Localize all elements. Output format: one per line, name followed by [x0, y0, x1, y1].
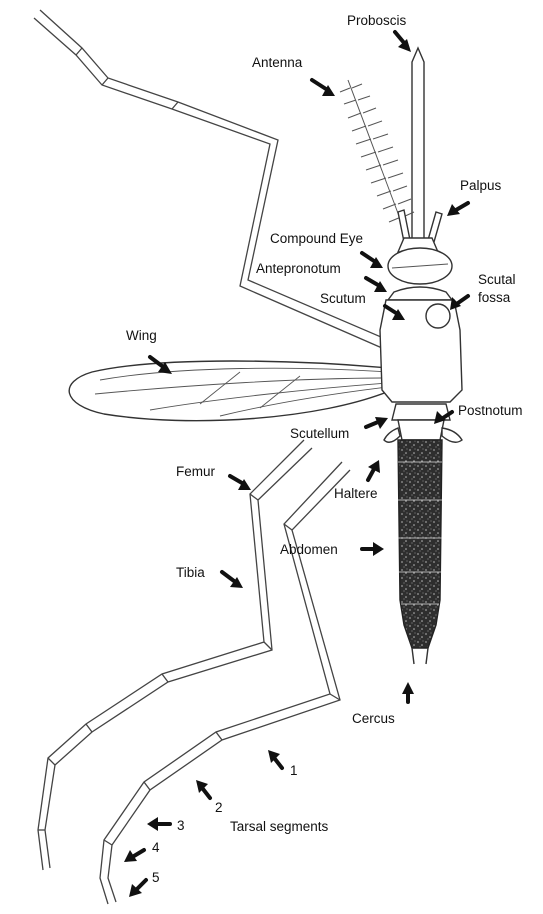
label-tarsal-5: 5 [152, 870, 160, 885]
arrow-antenna [312, 80, 335, 96]
label-antenna: Antenna [252, 55, 303, 70]
scutal-fossa [426, 304, 450, 328]
arrow-tibia [222, 572, 243, 588]
label-compound-eye: Compound Eye [270, 231, 363, 246]
label-femur: Femur [176, 464, 216, 479]
proboscis [412, 48, 424, 240]
postnotum [398, 420, 444, 440]
arrow-haltere [368, 460, 380, 480]
labels: Proboscis Antenna Palpus Compound Eye An… [126, 13, 523, 885]
label-palpus: Palpus [460, 178, 502, 193]
arrow-tarsal-1 [268, 750, 282, 768]
arrow-palpus [447, 203, 468, 216]
arrow-tarsal-4 [124, 850, 144, 862]
label-scutum: Scutum [320, 291, 366, 306]
arrow-tarsal-2 [196, 780, 210, 798]
wing [69, 361, 392, 421]
arrow-scutellum [366, 417, 388, 429]
hind-leg [100, 462, 350, 904]
arrow-abdomen [362, 542, 384, 556]
head [388, 238, 452, 284]
label-abdomen: Abdomen [280, 542, 338, 557]
arrow-proboscis [395, 32, 411, 52]
arrow-compound-eye [362, 253, 383, 268]
arrow-scutal-fossa [450, 296, 468, 310]
label-proboscis: Proboscis [347, 13, 407, 28]
label-tarsal-segments: Tarsal segments [230, 819, 329, 834]
label-tarsal-4: 4 [152, 840, 160, 855]
antepronotum [388, 287, 452, 300]
arrow-femur [230, 476, 251, 490]
arrow-antepronotum [366, 278, 387, 292]
label-tibia: Tibia [176, 565, 205, 580]
arrow-cercus [402, 682, 414, 702]
label-cercus: Cercus [352, 711, 395, 726]
label-haltere: Haltere [334, 486, 378, 501]
cercus-left [412, 648, 414, 664]
label-scutal-fossa-line1: Scutal [478, 272, 516, 287]
label-postnotum: Postnotum [458, 403, 523, 418]
label-antepronotum: Antepronotum [256, 261, 341, 276]
arrow-tarsal-3 [147, 817, 170, 831]
cercus-right [426, 648, 428, 664]
label-wing: Wing [126, 328, 157, 343]
middle-leg [38, 440, 312, 870]
label-scutal-fossa-line2: fossa [478, 290, 511, 305]
abdomen [398, 440, 442, 664]
label-scutellum: Scutellum [290, 426, 349, 441]
haltere-right [442, 428, 462, 442]
label-tarsal-1: 1 [290, 763, 298, 778]
label-tarsal-2: 2 [215, 800, 223, 815]
label-tarsal-3: 3 [177, 818, 185, 833]
arrow-tarsal-5 [129, 880, 146, 897]
